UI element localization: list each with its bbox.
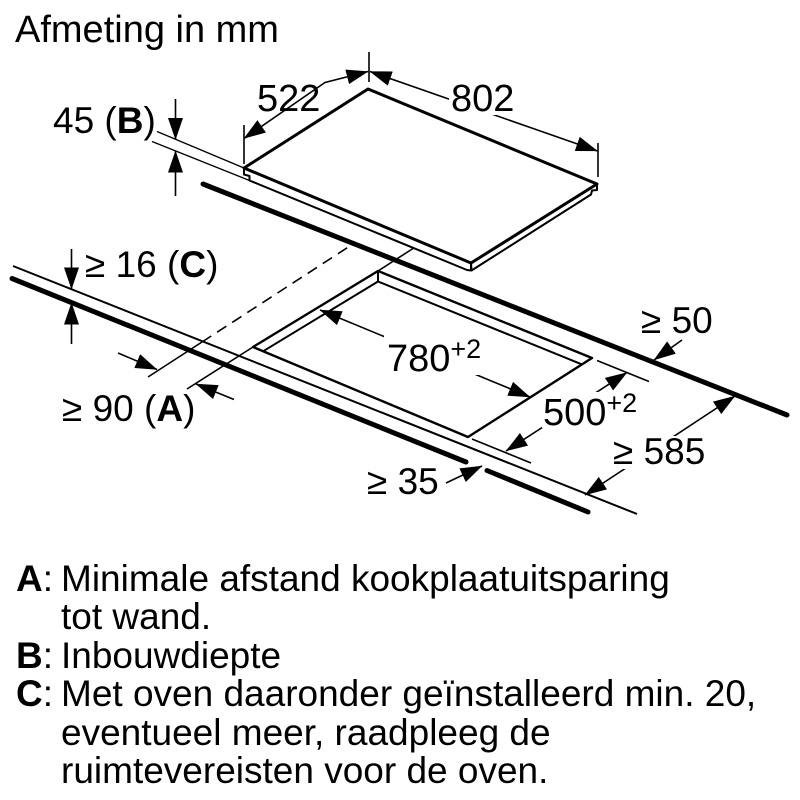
label-16-c: ≥ 16 (C) [85, 244, 218, 285]
label-780: 780+2 [387, 334, 481, 380]
legend-line: Met oven daaronder geïnstalleerd min. 20… [61, 673, 757, 715]
cutout-left-extension-line [186, 346, 254, 390]
label-bg-500 [542, 392, 640, 428]
b-extension-line-top [156, 130, 245, 169]
side-wall-line-dashed [201, 243, 354, 343]
legend-item-a: A: Minimale afstand kookplaatuitsparing … [16, 558, 756, 638]
legend-line: tot wand. [61, 596, 212, 638]
legend-item-b: B: Inbouwdiepte [16, 634, 756, 676]
legend-key-b: B: [16, 634, 54, 676]
label-90-a: ≥ 90 (A) [62, 388, 195, 429]
b-extension-line-bottom [151, 140, 250, 182]
label-500: 500+2 [543, 388, 637, 434]
legend-key-a: A: [16, 558, 54, 599]
legend-item-c: C: Met oven daaronder geïnstalleerd min.… [16, 673, 757, 792]
legend-text-b: Inbouwdiepte [61, 634, 282, 676]
leader-arrow-50 [653, 339, 683, 361]
legend-text-a: Minimale afstand kookplaatuitsparing tot… [61, 558, 670, 638]
label-bg-802 [449, 80, 521, 115]
label-bg-780 [384, 335, 486, 375]
a-dimension-arrow-left [117, 352, 158, 371]
extension-line-cutout-right [596, 359, 650, 383]
a-dimension-arrow-right [195, 383, 235, 401]
label-35: ≥ 35 [367, 461, 439, 502]
leader-arrow-35 [445, 465, 483, 484]
legend-line: eventueel meer, raadpleeg de [61, 711, 551, 753]
label-585: ≥ 585 [613, 431, 705, 472]
label-45-b: 45 (B) [53, 100, 156, 141]
legend-text-c: Met oven daaronder geïnstalleerd min. 20… [61, 673, 757, 792]
label-50: ≥ 50 [641, 300, 713, 341]
dimension-line-522 [243, 69, 369, 140]
label-522: 522 [257, 78, 320, 120]
legend: A: Minimale afstand kookplaatuitsparing … [16, 558, 757, 792]
wall-line [200, 181, 790, 418]
worktop-front-edge-bottom-line-left [9, 276, 469, 465]
extension-line-cutout-bottom [471, 438, 532, 464]
legend-line: Inbouwdiepte [61, 634, 282, 676]
worktop-front-edge-bottom-line-right [484, 468, 591, 515]
legend-line: Minimale afstand kookplaatuitsparing [61, 558, 670, 599]
page-title: Afmeting in mm [15, 9, 279, 51]
side-wall-line-solid [147, 341, 203, 378]
legend-key-c: C: [16, 673, 54, 715]
cutout-corner-extension-line [377, 247, 414, 272]
label-bg-585 [611, 436, 717, 469]
label-802: 802 [451, 78, 514, 120]
legend-line: ruimtevereisten voor de oven. [61, 750, 549, 792]
